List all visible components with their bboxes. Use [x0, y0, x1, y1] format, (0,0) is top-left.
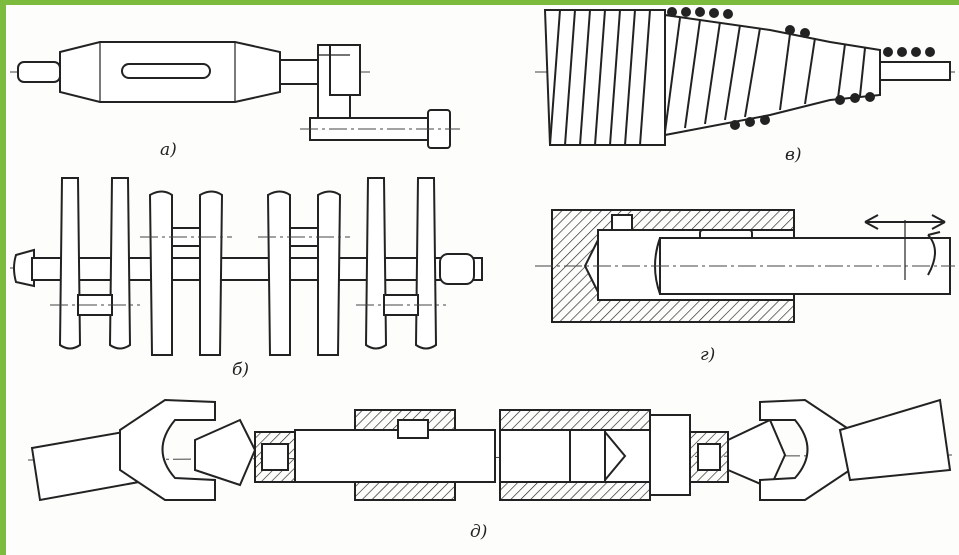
figure-g-bushing — [535, 209, 955, 323]
figure-b-crankshaft — [10, 177, 483, 356]
label-b: б) — [232, 360, 250, 380]
label-a: а) — [160, 140, 177, 160]
figure-v-spring — [535, 7, 955, 146]
figure-d-cardan-shaft — [27, 398, 956, 502]
label-d: д) — [470, 522, 488, 542]
label-v: в) — [785, 145, 802, 165]
figure-a-shaft — [10, 41, 460, 149]
label-g: г) — [700, 345, 716, 365]
